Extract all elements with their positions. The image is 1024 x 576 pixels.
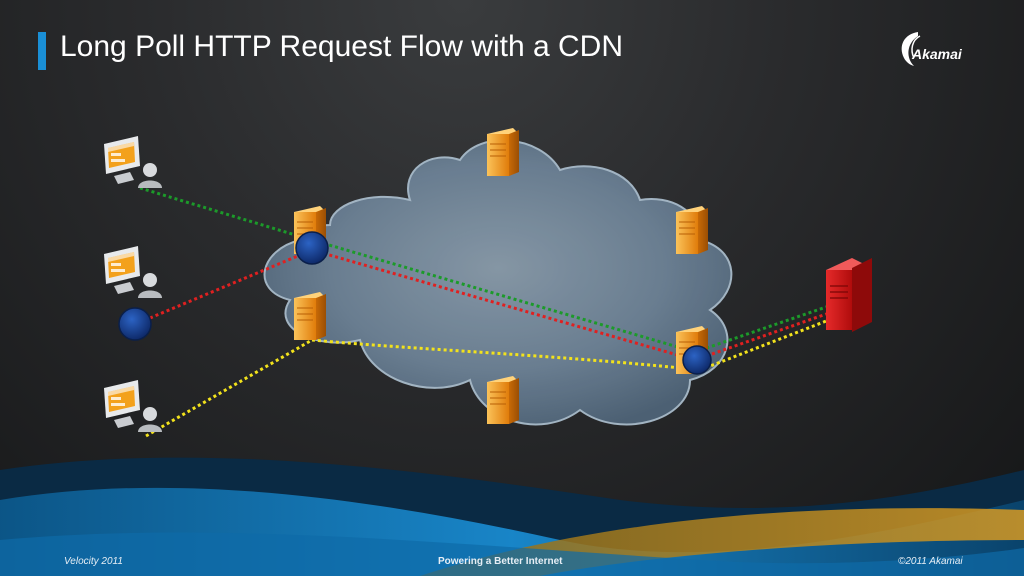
client-computer-icon bbox=[104, 380, 162, 432]
cdn-cloud bbox=[263, 139, 733, 426]
yellow-flow-client-to-edge bbox=[145, 338, 313, 438]
red-flow-client-to-edge bbox=[149, 248, 313, 320]
footer-copyright: ©2011 Akamai bbox=[898, 556, 963, 567]
edge-server-icon bbox=[293, 291, 327, 341]
footer-event: Velocity 2011 bbox=[64, 556, 123, 567]
akamai-logo-icon bbox=[901, 32, 921, 66]
slide-title: Long Poll HTTP Request Flow with a CDN bbox=[60, 30, 623, 63]
client-computer-icon bbox=[104, 136, 162, 188]
edge-server-icon bbox=[675, 205, 709, 255]
footer-tagline: Powering a Better Internet bbox=[438, 556, 563, 567]
red-flow-edge-to-edge bbox=[311, 248, 696, 362]
red-flow-edge-to-origin bbox=[694, 310, 833, 362]
edge-server-icon bbox=[486, 127, 520, 177]
connection-node-icon bbox=[295, 231, 329, 265]
footer-wave-highlight bbox=[0, 532, 1024, 576]
connection-node-icon bbox=[118, 307, 152, 341]
green-flow-edge-to-origin bbox=[694, 303, 833, 354]
edge-server-icon bbox=[486, 375, 520, 425]
connection-node-icon bbox=[682, 345, 712, 375]
client-computer-icon bbox=[104, 246, 162, 298]
akamai-logo-text: Akamai bbox=[912, 46, 962, 62]
title-accent-bar bbox=[38, 32, 46, 70]
green-flow-edge-to-edge bbox=[311, 238, 696, 354]
yellow-flow-edge-to-edge bbox=[311, 338, 701, 372]
origin-server-icon bbox=[826, 258, 872, 332]
green-flow-client-to-edge bbox=[139, 186, 313, 242]
